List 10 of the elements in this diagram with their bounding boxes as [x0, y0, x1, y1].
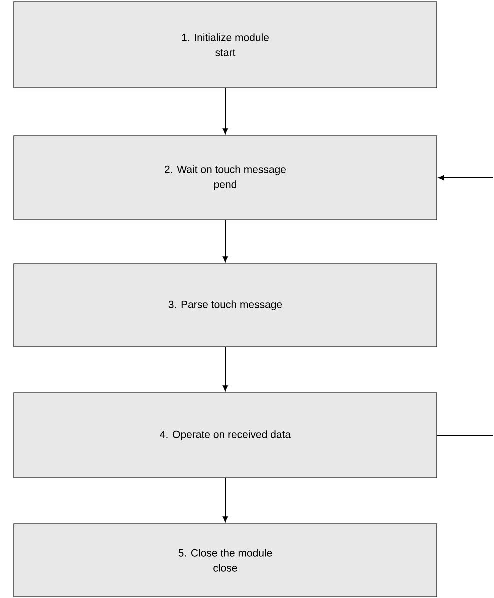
process-box: 5. Close the module close [14, 524, 438, 598]
process-box: 3. Parse touch message [14, 264, 438, 348]
arrow [222, 220, 228, 262]
arrow [222, 478, 228, 522]
arrow [438, 175, 494, 181]
process-box: 1. Initialize module start [14, 2, 438, 88]
process-box: 2. Wait on touch message pend [14, 136, 438, 220]
arrow [222, 88, 228, 134]
process-box: 4. Operate on received data [14, 392, 438, 478]
arrow [222, 346, 228, 392]
